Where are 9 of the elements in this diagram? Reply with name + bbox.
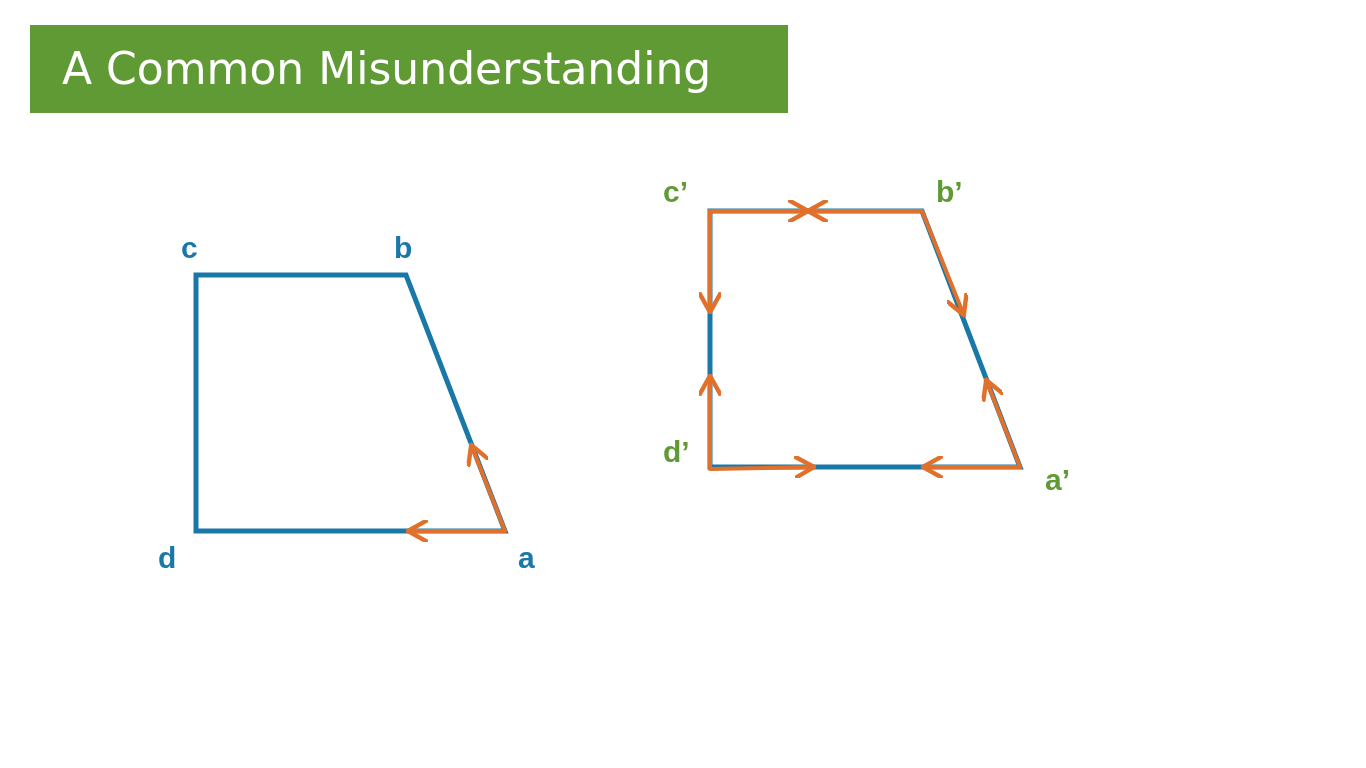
vertex-label: c (181, 231, 198, 265)
vertex-label: a (518, 541, 535, 575)
vertex-label: a’ (1045, 463, 1071, 497)
vertex-label: b (394, 231, 413, 265)
vertex-label: c’ (663, 175, 689, 209)
title-banner: A Common Misunderstanding (30, 25, 788, 113)
vertex-label: d’ (663, 435, 690, 469)
vertex-label: b’ (936, 175, 963, 209)
vertex-label: d (158, 541, 177, 575)
